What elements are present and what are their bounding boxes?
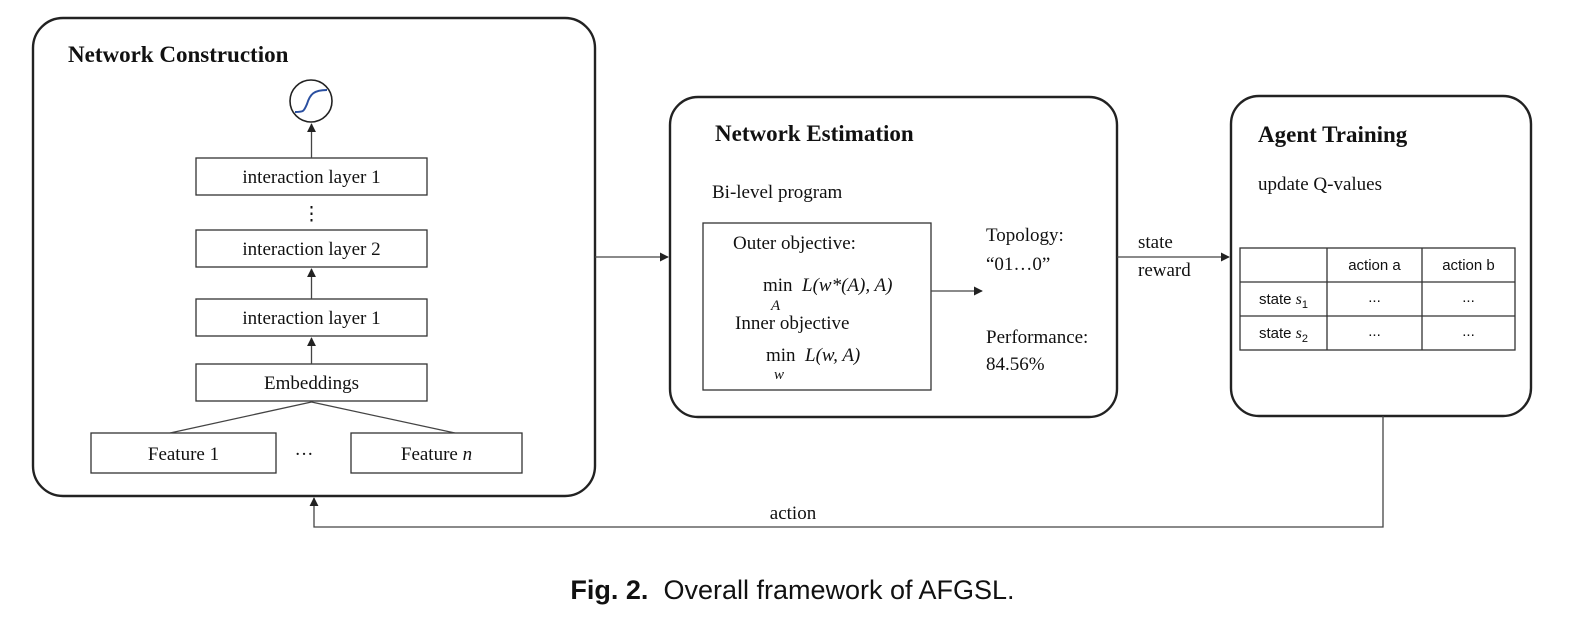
figure-caption-text: Overall framework of AFGSL.: [663, 575, 1015, 605]
figure-caption-label: Fig. 2.: [570, 575, 649, 605]
network-construction-title: Network Construction: [68, 42, 289, 67]
performance-label: Performance:: [986, 327, 1088, 348]
features-ellipsis: ···: [295, 444, 314, 465]
agent-training-frame: [1229, 94, 1533, 418]
interaction-layer-top-box: [195, 157, 428, 196]
feature-1-label: Feature 1: [148, 444, 219, 465]
svg-text:min: min: [763, 275, 793, 296]
network-estimation-title: Network Estimation: [715, 121, 914, 146]
action-flow-label: action: [770, 503, 817, 524]
topology-label: Topology:: [986, 225, 1064, 246]
interaction-layer-2-box: [195, 229, 428, 268]
interaction-layer-2-label: interaction layer 2: [242, 239, 380, 260]
q-table-cell: ...: [1368, 323, 1381, 340]
feature-n-label: Feature n: [401, 444, 472, 465]
bi-level-program-label: Bi-level program: [712, 182, 843, 203]
network-construction-panel: Network Construction interaction layer 1…: [31, 16, 597, 498]
q-table-header-action-b: action b: [1442, 257, 1495, 274]
outer-objective-label: Outer objective:: [733, 233, 856, 254]
topology-value: “01…0”: [986, 254, 1050, 275]
agent-training-title: Agent Training: [1258, 122, 1408, 147]
interaction-layer-bottom-label: interaction layer 1: [242, 308, 380, 329]
svg-text:A: A: [770, 298, 781, 314]
embeddings-box: [195, 363, 428, 402]
figure-caption: Fig. 2. Overall framework of AFGSL.: [0, 575, 1585, 606]
svg-text:L(w*(A), A): L(w*(A), A): [801, 275, 892, 296]
q-table-header-action-a: action a: [1348, 257, 1401, 274]
q-table: action a action b state s1 ... ... state…: [1239, 247, 1516, 351]
layers-ellipsis: ⋮: [302, 204, 321, 225]
network-estimation-panel: Network Estimation Bi-level program Oute…: [668, 95, 1119, 419]
bi-level-objectives-box: [702, 222, 932, 391]
feature-1-box: [90, 432, 277, 474]
inner-objective-formula: min w L(w, A): [766, 345, 860, 383]
interaction-layer-top-label: interaction layer 1: [242, 167, 380, 188]
svg-text:L(w, A): L(w, A): [804, 345, 860, 366]
performance-value: 84.56%: [986, 354, 1045, 375]
agent-training-panel: Agent Training update Q-values action a …: [1229, 94, 1533, 418]
q-table-row-state-s1: state s1: [1259, 291, 1308, 311]
svg-text:w: w: [774, 367, 784, 383]
reward-flow-label: reward: [1138, 260, 1191, 281]
link-feature-1-embeddings: [169, 401, 312, 434]
q-table-cell: ...: [1462, 323, 1475, 340]
q-table-cell: ...: [1462, 289, 1475, 306]
q-table-cell: ...: [1368, 289, 1381, 306]
embeddings-label: Embeddings: [264, 373, 359, 394]
interaction-layer-bottom-box: [195, 298, 428, 337]
svg-text:min: min: [766, 345, 796, 366]
link-feature-n-embeddings: [311, 401, 456, 434]
arrow-action-feedback: [309, 416, 1384, 528]
state-flow-label: state: [1138, 232, 1173, 253]
update-q-values-label: update Q-values: [1258, 174, 1382, 195]
inner-objective-label: Inner objective: [735, 313, 849, 334]
feature-n-box: [350, 432, 523, 474]
q-table-row-state-s2: state s2: [1259, 325, 1308, 345]
sigmoid-icon: [289, 79, 333, 123]
outer-objective-formula: min A L(w*(A), A): [763, 275, 892, 314]
